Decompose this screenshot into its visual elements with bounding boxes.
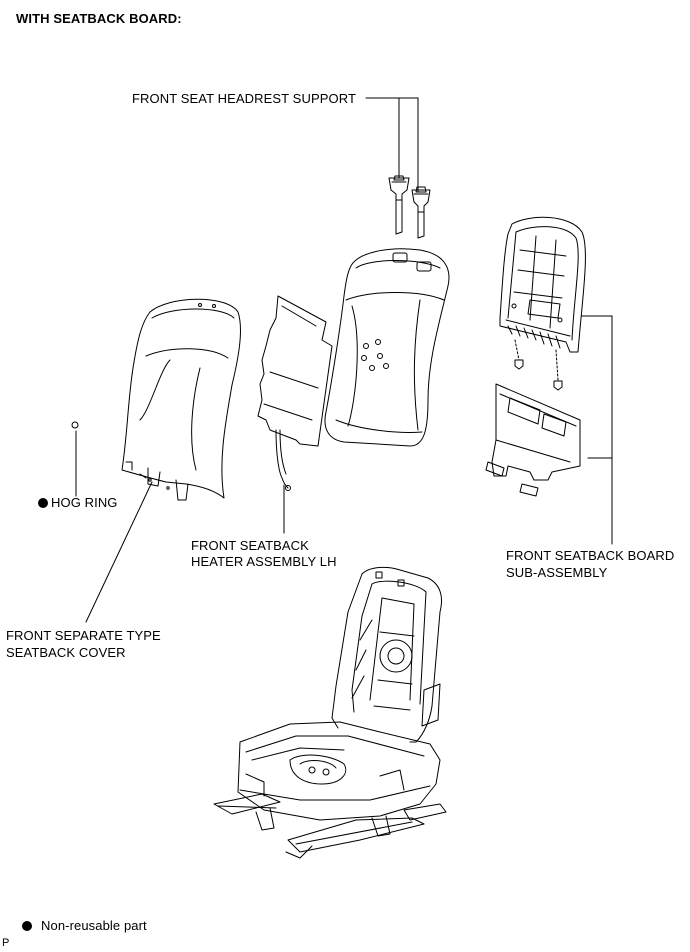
label-board-line1: FRONT SEATBACK BOARD bbox=[506, 548, 675, 563]
diagram-heading: WITH SEATBACK BOARD: bbox=[16, 11, 182, 26]
headrest-support-left bbox=[389, 176, 409, 234]
seatback-board-upper-part bbox=[500, 217, 585, 352]
corner-mark: P bbox=[2, 937, 10, 949]
filled-circle-icon bbox=[22, 921, 32, 931]
label-heater-line2: HEATER ASSEMBLY LH bbox=[191, 554, 337, 569]
seatback-heater-part bbox=[258, 296, 332, 491]
legend: Non-reusable part bbox=[22, 917, 147, 934]
seatback-pad-part bbox=[325, 249, 449, 446]
hog-ring-part bbox=[72, 422, 78, 428]
seat-frame-part bbox=[214, 567, 446, 858]
seatback-cover-part bbox=[122, 299, 240, 500]
legend-text: Non-reusable part bbox=[41, 918, 147, 933]
label-hog-ring: HOG RING bbox=[51, 495, 118, 510]
non-reusable-dot-icon bbox=[38, 498, 48, 508]
label-cover-line2: SEATBACK COVER bbox=[6, 645, 126, 660]
label-headrest-support: FRONT SEAT HEADREST SUPPORT bbox=[132, 91, 356, 106]
leader-lines bbox=[76, 98, 612, 622]
board-clips bbox=[515, 340, 562, 390]
label-heater-line1: FRONT SEATBACK bbox=[191, 538, 309, 553]
label-hog-ring-group: HOG RING bbox=[38, 494, 118, 511]
label-cover-line1: FRONT SEPARATE TYPE bbox=[6, 628, 161, 643]
seatback-board-lower-part bbox=[486, 384, 580, 496]
label-board-line2: SUB-ASSEMBLY bbox=[506, 565, 608, 580]
headrest-support-right bbox=[412, 187, 430, 238]
